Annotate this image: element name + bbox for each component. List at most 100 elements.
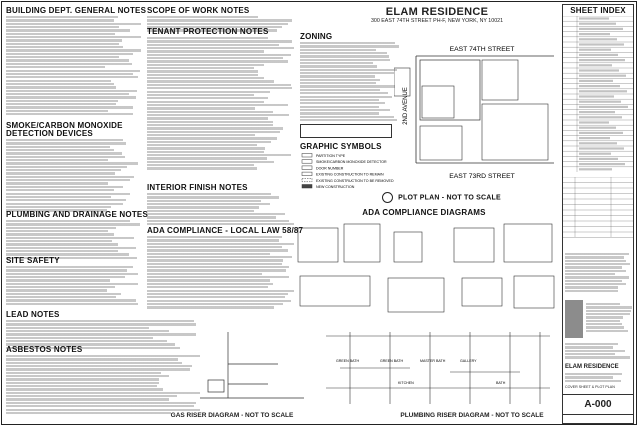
title-block-divider — [562, 394, 634, 395]
zoning-body — [300, 42, 400, 122]
note-text-line — [6, 155, 125, 159]
note-text-line — [147, 272, 263, 276]
project-team-body — [565, 253, 631, 293]
note-text-line — [6, 272, 139, 275]
note-text-line — [565, 343, 619, 346]
plot-plan-caption-wrap: PLOT PLAN - NOT TO SCALE — [382, 192, 501, 203]
sheet-index-entry — [579, 152, 611, 155]
note-text-line — [586, 309, 632, 312]
sheet-index-entry — [579, 100, 621, 103]
plot-plan-marker-icon — [382, 192, 393, 203]
note-text-line — [6, 330, 169, 333]
note-text-line — [147, 47, 294, 50]
note-text-line — [300, 118, 397, 122]
note-text-line — [6, 79, 111, 82]
note-text-line — [6, 391, 201, 395]
note-text-line — [6, 39, 122, 42]
note-text-line — [6, 302, 139, 306]
note-text-line — [147, 123, 273, 127]
note-text-line — [6, 16, 118, 19]
plot-plan: EAST 74TH STREET 2ND AVENUE EAST 73RD ST… — [394, 46, 554, 180]
note-text-line — [586, 326, 624, 329]
note-text-line — [6, 66, 106, 69]
note-text-line — [6, 49, 142, 52]
note-text-line — [6, 139, 124, 142]
note-text-line — [147, 16, 258, 19]
note-text-line — [6, 236, 135, 240]
note-text-line — [147, 216, 276, 219]
building-dept-notes-body — [6, 16, 144, 116]
note-text-line — [6, 246, 136, 250]
note-text-line — [6, 240, 113, 243]
note-text-line — [147, 266, 290, 269]
note-text-line — [300, 62, 373, 65]
seal-notes-body — [565, 343, 631, 359]
ada-diagram-8 — [461, 277, 503, 307]
note-text-line — [6, 145, 110, 148]
note-text-line — [147, 117, 269, 120]
gas-riser-diagram — [200, 332, 304, 399]
note-text-line — [6, 72, 133, 76]
graphic-symbol-mark — [301, 171, 313, 176]
note-text-line — [6, 381, 159, 385]
note-text-line — [6, 209, 107, 212]
plumbing-notes: PLUMBING AND DRAINAGE NOTES — [6, 210, 148, 260]
note-text-line — [6, 346, 181, 350]
note-text-line — [6, 99, 118, 102]
sheet-index-entry — [579, 53, 618, 56]
note-text-line — [565, 286, 618, 289]
note-text-line — [6, 292, 121, 296]
scope-notes-header: SCOPE OF WORK NOTES — [147, 6, 250, 15]
note-text-line — [300, 42, 395, 45]
note-text-line — [586, 306, 632, 309]
sheet-index-entry — [579, 90, 627, 93]
note-text-line — [300, 78, 380, 82]
note-text-line — [147, 209, 254, 213]
asbestos-notes-header: ASBESTOS NOTES — [6, 345, 83, 354]
note-text-line — [147, 242, 294, 245]
note-text-line — [147, 302, 284, 306]
note-text-line — [147, 60, 288, 63]
note-text-line — [300, 75, 375, 78]
note-text-line — [6, 195, 111, 199]
sheet-index-entry — [579, 69, 619, 72]
sheet-index-entry — [579, 59, 625, 62]
note-text-line — [6, 398, 169, 401]
note-text-line — [147, 43, 279, 46]
note-text-line — [147, 219, 290, 223]
note-text-line — [6, 340, 167, 343]
note-text-line — [565, 373, 623, 376]
gas-riser-meter — [207, 379, 225, 393]
plumbing-fixture-label: BATH — [496, 381, 506, 385]
note-text-line — [565, 263, 631, 266]
note-text-line — [6, 29, 131, 32]
note-text-line — [300, 48, 376, 51]
note-text-line — [147, 223, 294, 226]
sheet-index-entry — [579, 85, 620, 88]
graphic-symbol-row: NEW CONSTRUCTION — [301, 184, 355, 189]
sheet-index-table — [563, 16, 633, 172]
architect-logo — [565, 300, 583, 338]
note-text-line — [6, 59, 129, 62]
note-text-line — [6, 69, 140, 72]
note-text-line — [586, 316, 623, 319]
note-text-line — [6, 162, 139, 165]
note-text-line — [565, 289, 619, 293]
graphic-symbol-row: PARTITION TYPE — [301, 153, 346, 158]
note-text-line — [147, 53, 291, 57]
note-text-line — [6, 401, 197, 405]
notes-column-1: BUILDING DEPT. GENERAL NOTES — [6, 6, 146, 116]
note-text-line — [300, 115, 394, 118]
note-text-line — [6, 405, 195, 408]
title-block-project-name: ELAM RESIDENCE — [565, 364, 619, 370]
graphic-symbol-label: SMOKE/CARBON MONOXIDE DETECTOR — [316, 160, 387, 164]
note-text-line — [6, 226, 117, 229]
note-text-line — [6, 378, 159, 381]
title-block-address — [565, 372, 631, 383]
tenant-notes: TENANT PROTECTION NOTES — [147, 27, 295, 171]
title-block-footer-line — [562, 414, 634, 415]
note-text-line — [147, 29, 278, 32]
note-text-line — [147, 276, 290, 279]
sheet-index-entry — [579, 74, 626, 77]
